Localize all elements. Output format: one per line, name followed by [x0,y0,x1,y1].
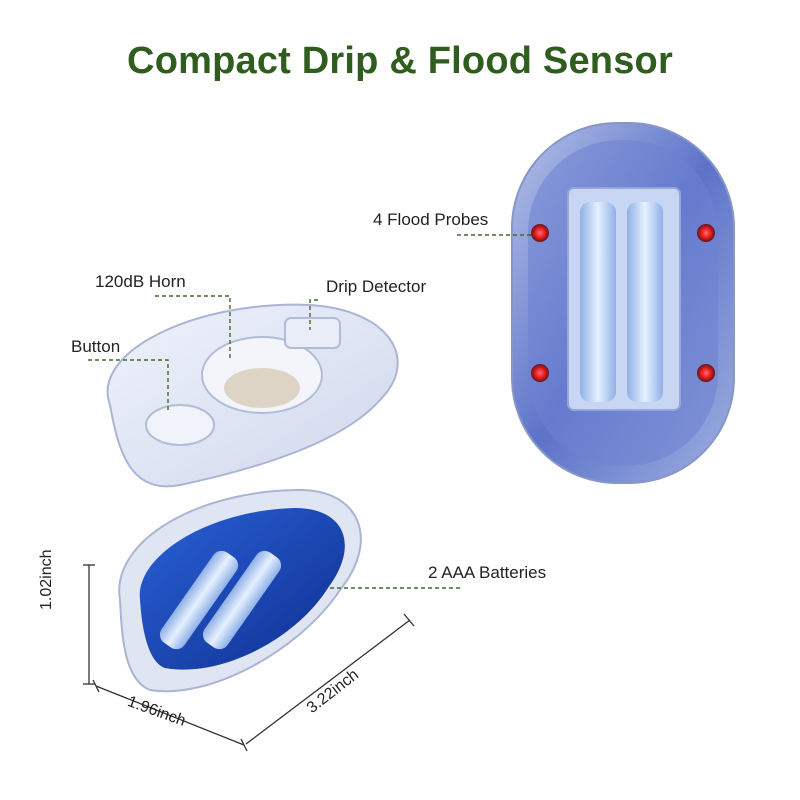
sensor-base [118,488,362,693]
sensor-lid [106,303,399,488]
callout-button: Button [71,337,121,356]
callout-horn: 120dB Horn [95,272,186,291]
dimension-lines [83,564,415,752]
flood-probe-icon [531,364,549,382]
sensor-top-view [511,122,735,484]
callout-leaders [88,234,532,589]
dimension-height: 1.02inch [38,549,55,611]
page-title: Compact Drip & Flood Sensor [127,40,673,82]
flood-probe-icon [697,224,715,242]
flood-probe-icon [531,224,549,242]
callout-batteries: 2 AAA Batteries [428,563,547,582]
flood-probe-icon [697,364,715,382]
callout-flood-probes: 4 Flood Probes [373,210,489,229]
callout-drip-detector: Drip Detector [326,277,427,296]
